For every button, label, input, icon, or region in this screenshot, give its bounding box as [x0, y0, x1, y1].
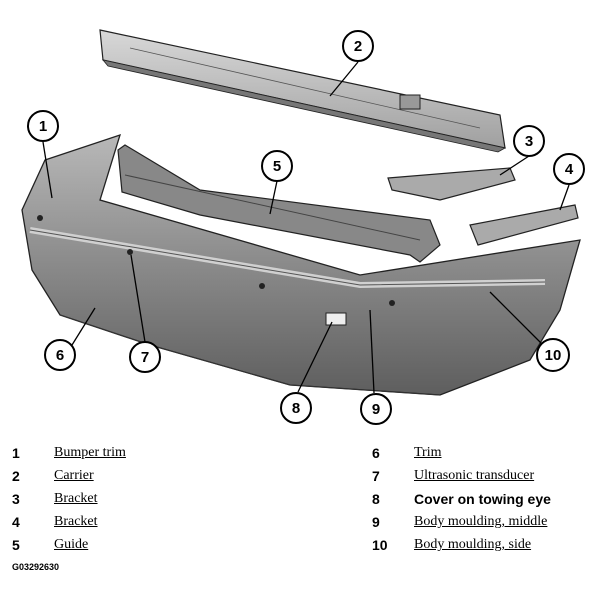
legend-label: Guide	[54, 537, 89, 552]
legend-label: Bumper trim	[54, 445, 126, 460]
svg-text:5: 5	[273, 158, 281, 175]
legend-number: 7	[372, 468, 380, 484]
svg-text:10: 10	[545, 347, 562, 364]
exploded-parts-diagram: 1 2 3 4 5 6 7	[21, 29, 585, 425]
callout-6: 6	[44, 339, 76, 371]
svg-text:9: 9	[372, 401, 380, 418]
bumper-trim-part	[21, 133, 581, 396]
svg-text:4: 4	[565, 161, 574, 178]
svg-text:2: 2	[354, 38, 362, 55]
legend-number: 10	[372, 537, 388, 553]
callout-4: 4	[553, 153, 585, 185]
legend-label: Body moulding, side	[414, 537, 532, 552]
callout-8: 8	[280, 392, 312, 424]
carrier-part	[99, 29, 507, 153]
parts-legend: 1 Bumper trim 2 Carrier 3 Bracket 4 Brac…	[0, 440, 600, 560]
svg-text:3: 3	[525, 133, 533, 150]
callout-2: 2	[342, 30, 374, 62]
callouts: 1 2 3 4 5 6 7	[27, 30, 585, 425]
legend-label: Bracket	[54, 514, 98, 529]
callout-3: 3	[513, 125, 545, 157]
legend-number: 5	[12, 537, 20, 553]
legend-label: Cover on towing eye	[414, 491, 551, 507]
svg-text:8: 8	[292, 400, 300, 417]
callout-10: 10	[536, 338, 570, 372]
svg-text:1: 1	[39, 118, 47, 135]
callout-9: 9	[360, 393, 392, 425]
legend-label: Ultrasonic transducer	[414, 468, 535, 483]
legend-label: Bracket	[54, 491, 98, 506]
callout-7: 7	[129, 341, 161, 373]
legend-number: 4	[12, 514, 20, 530]
legend-label: Trim	[414, 445, 442, 460]
legend-number: 3	[12, 491, 20, 507]
leader-lines	[42, 61, 570, 394]
svg-text:6: 6	[56, 347, 64, 364]
bracket-part-4	[469, 204, 579, 246]
legend-label: Body moulding, middle	[414, 514, 548, 529]
bracket-part-3	[387, 167, 516, 201]
figure-code: G03292630	[12, 562, 60, 572]
svg-text:7: 7	[141, 349, 149, 366]
legend-number: 9	[372, 514, 380, 530]
legend-number: 6	[372, 445, 380, 461]
legend-label: Carrier	[54, 468, 94, 483]
callout-1: 1	[27, 110, 59, 142]
guide-part	[117, 144, 441, 263]
legend-number: 1	[12, 445, 20, 461]
bumper-illustration: 1 2 3 4 5 6 7	[21, 29, 585, 425]
legend-number: 2	[12, 468, 20, 484]
callout-5: 5	[261, 150, 293, 182]
legend-number: 8	[372, 491, 380, 507]
